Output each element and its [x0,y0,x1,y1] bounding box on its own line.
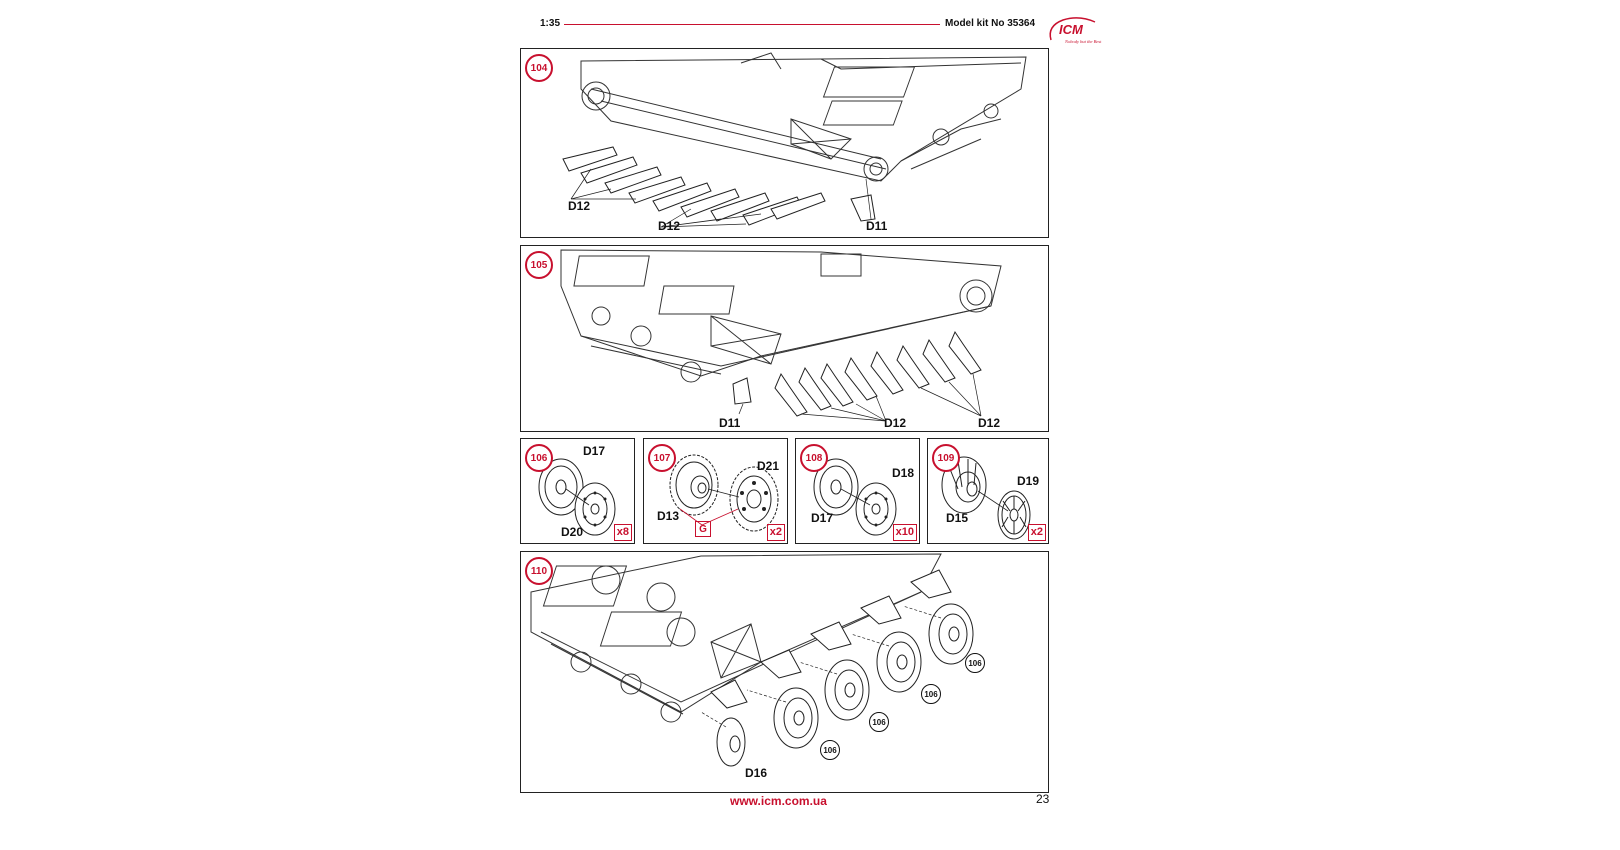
header-rule [564,24,940,25]
step-105-panel: 105 D11 D12 D12 [520,245,1049,432]
quantity-badge: x2 [1027,524,1046,541]
glue-indicator: G [695,521,711,537]
quantity-badge: x8 [613,524,632,541]
quantity-badge: x2 [766,524,785,541]
part-label-d13: D13 [657,509,680,523]
part-label-d17: D17 [811,511,834,525]
part-label-d17: D17 [583,444,606,458]
part-label-d16: D16 [745,766,768,780]
part-label-d18: D18 [892,466,915,480]
hull-drawing-105 [560,249,1002,422]
step-ref-106-a: 106 [820,740,840,760]
part-label-d12-a: D12 [568,199,591,213]
part-label-d12-b: D12 [978,416,1001,430]
step-109-panel: 109 D19 D15 x2 [927,438,1049,544]
step-ref-106-b: 106 [869,712,889,732]
part-label-d12-a: D12 [884,416,907,430]
step-107-panel: 107 D21 D13 G x2 [643,438,788,544]
quantity-badge: x10 [892,524,917,541]
part-label-d21: D21 [757,459,780,473]
icm-logo: ICM Nobody but the Best [1045,12,1105,46]
scale-label: 1:35 [540,18,561,29]
step-ref-106-c: 106 [921,684,941,704]
part-label-d20: D20 [561,525,584,539]
step-ref-106-d: 106 [965,653,985,673]
part-label-d11: D11 [719,416,741,430]
model-number: Model kit No 35364 [945,18,1036,29]
hull-wheel-assembly-drawing-110 [530,553,974,767]
step-number-109: 109 [932,444,960,472]
part-label-d12-b: D12 [658,219,681,233]
step-number-106: 106 [525,444,553,472]
page-number: 23 [1036,792,1050,806]
step-number-104: 104 [525,54,553,82]
step-106-panel: 106 D17 D20 x8 [520,438,635,544]
step-number-108: 108 [800,444,828,472]
instruction-page: 1:35 Model kit No 35364 ICM Nobody but t… [520,0,1102,850]
part-label-d11: D11 [866,219,888,233]
step-number-107: 107 [648,444,676,472]
logo-tagline: Nobody but the Best [1064,39,1102,44]
step-108-panel: 108 D18 D17 x10 [795,438,920,544]
idler-wheel-drawing-109 [941,456,1031,540]
sprocket-drawing-107 [669,454,779,532]
part-label-d15: D15 [946,511,969,525]
step-number-110: 110 [525,557,553,585]
logo-text: ICM [1059,22,1084,37]
step-number-105: 105 [525,251,553,279]
hull-drawing-104 [562,52,1027,228]
part-label-d19: D19 [1017,474,1040,488]
step-104-panel: 104 D12 D12 D11 [520,48,1049,238]
footer-website[interactable]: www.icm.com.ua [730,794,827,808]
road-wheel-drawing-108 [813,458,897,536]
step-110-panel: 110 D16 106 106 106 106 [520,551,1049,793]
road-wheel-drawing-106 [538,458,616,536]
